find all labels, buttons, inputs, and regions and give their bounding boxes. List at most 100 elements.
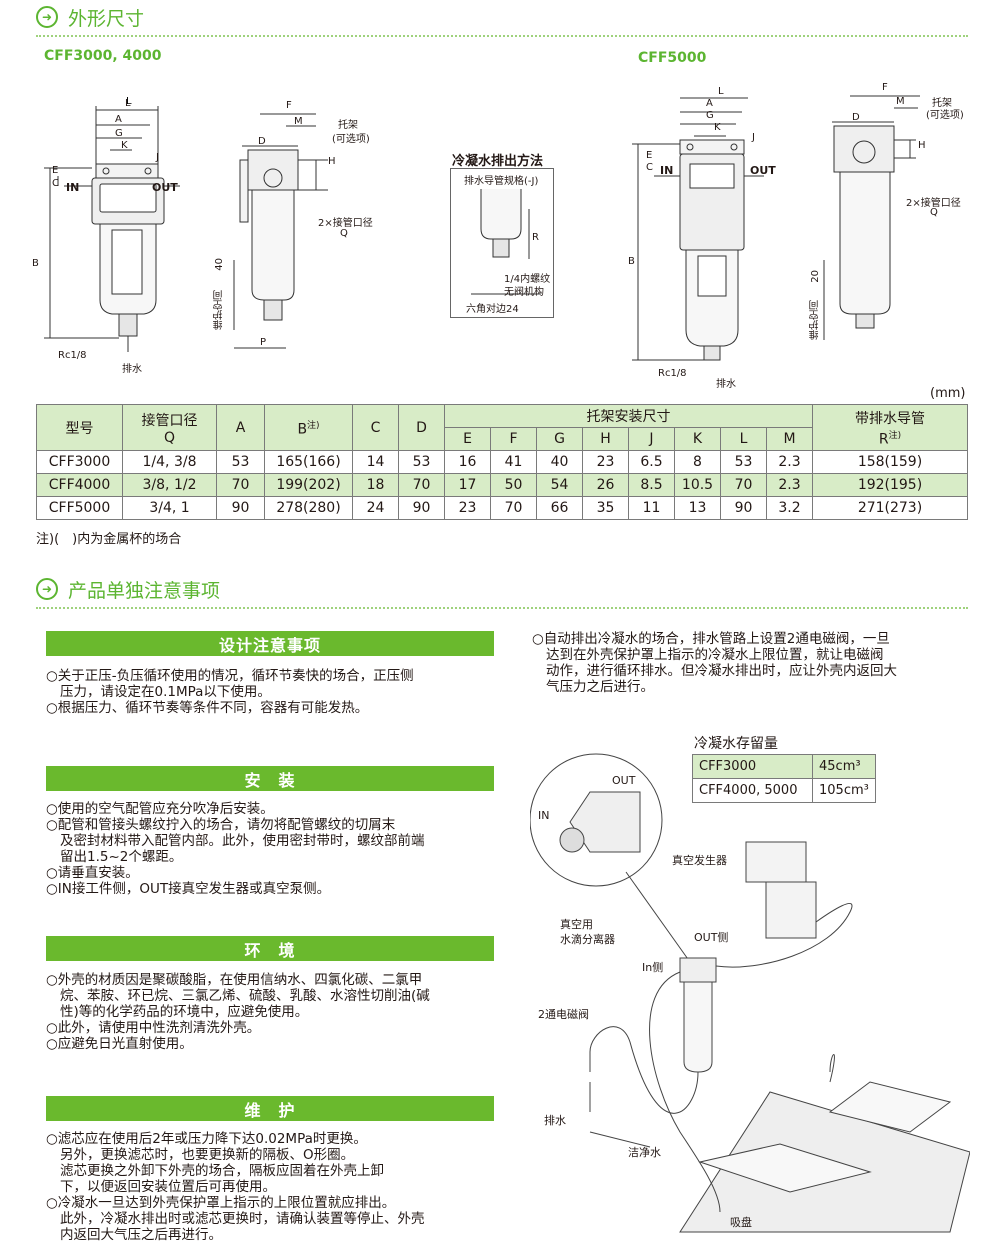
env-line-1b: 烷、苯胺、环已烷、三氯乙烯、硫酸、乳酸、水溶性切削油(碱 — [60, 988, 430, 1004]
dim-label-J: J — [156, 152, 159, 163]
header-F: F — [490, 427, 537, 451]
dim-label-H-5000: H — [918, 140, 926, 151]
illust-separator-line1: 真空用 — [560, 918, 593, 931]
maint-line-2c: 内返回大气压之后再进行。 — [60, 1227, 222, 1243]
table-note: 注)( )内为金属杯的场合 — [36, 532, 182, 547]
maintenance-space-label-5000: 维护空间 — [810, 300, 821, 340]
port-q-label-5000: Q — [930, 207, 938, 218]
table-cell: 105cm³ — [812, 778, 876, 803]
table-cell: CFF4000 — [36, 473, 123, 497]
port-out-label: OUT — [152, 181, 178, 194]
model-title-left: CFF3000, 4000 — [44, 48, 162, 64]
header-B-text: B — [297, 421, 308, 438]
header-B-note: 注) — [307, 420, 320, 431]
design-text: ○关于正压-负压循环使用的情况，循环节奏快的场合，正压侧 压力，请设定在0.1M… — [46, 668, 498, 716]
rc-label-5000: Rc1/8 — [658, 368, 687, 379]
dim-label-B: B — [32, 258, 39, 269]
dim-label-L-5000: L — [718, 86, 724, 97]
table-cell: 50 — [490, 473, 537, 497]
table-cell: 16 — [444, 450, 491, 474]
table-cell: CFF5000 — [36, 496, 123, 520]
section-title: 外形尺寸 — [68, 7, 145, 30]
storage-title: 冷凝水存留量 — [694, 736, 778, 752]
maintenance-space-label: 维护空间 — [214, 290, 225, 330]
table-cell: 278(280) — [264, 496, 353, 520]
header-G: G — [536, 427, 583, 451]
illust-in-label: IN — [538, 809, 550, 822]
table-cell: 192(195) — [812, 473, 968, 497]
dim-label-B-5000: B — [628, 256, 635, 267]
design-line-1b: 压力，请设定在0.1MPa以下使用。 — [60, 684, 271, 700]
divider — [36, 35, 968, 37]
table-cell: 70 — [490, 496, 537, 520]
drawing-front-cff5000 — [632, 97, 764, 361]
header-H: H — [582, 427, 629, 451]
table-cell: 10.5 — [674, 473, 721, 497]
rc-label: Rc1/8 — [58, 350, 87, 361]
table-cell: CFF4000, 5000 — [692, 778, 813, 803]
arrow-right-icon: ➜ — [36, 6, 58, 28]
header-R: R — [878, 431, 889, 448]
drain-method-box — [450, 168, 554, 318]
design-line-1a: ○关于正压-负压循环使用的情况，循环节奏快的场合，正压侧 — [46, 668, 414, 684]
drain-label: 排水 — [122, 364, 142, 375]
port-in-label: IN — [66, 181, 80, 194]
maintenance-space-value: 40 — [214, 258, 225, 271]
header-port-q: Q — [163, 429, 176, 446]
header-K: K — [674, 427, 721, 451]
section-header-dimensions: ➜ 外形尺寸 — [36, 2, 144, 32]
section-title: 产品单独注意事项 — [68, 579, 221, 602]
no-valve-label: 无阀机构 — [504, 287, 544, 298]
dim-label-E-5000: E — [646, 150, 653, 161]
drawing-front-cff3000: L — [44, 96, 180, 352]
table-cell: 158(159) — [812, 450, 968, 474]
maintenance-space-value-5000: 20 — [810, 270, 821, 283]
env-title-bar: 环 境 — [46, 936, 494, 961]
table-cell: 53 — [720, 450, 767, 474]
auto-drain-line-3: 动作，进行循环排水。但冷凝水排出时，应让外壳内返回大 — [546, 663, 897, 679]
maint-line-1b: 另外，更换滤芯时，也要更换新的隔板、O形圈。 — [60, 1147, 355, 1163]
table-cell: 53 — [216, 450, 265, 474]
env-text: ○外壳的材质因是聚碳酸脂，在使用信纳水、四氯化碳、二氯甲 烷、苯胺、环已烷、三氯… — [46, 972, 498, 1052]
table-cell: 26 — [582, 473, 629, 497]
header-A: A — [216, 404, 265, 451]
illust-out-side: OUT侧 — [694, 931, 729, 944]
dim-label-L: L — [125, 98, 131, 109]
dim-label-D: D — [258, 136, 266, 147]
bracket-label-5000: 托架 — [932, 98, 952, 109]
illust-separator-line2: 水滴分离器 — [560, 933, 615, 946]
table-cell: 8.5 — [628, 473, 675, 497]
header-M: M — [766, 427, 813, 451]
model-title-right: CFF5000 — [638, 50, 707, 66]
storage-table: CFF3000 45cm³ CFF4000, 5000 105cm³ — [692, 754, 876, 803]
bracket-optional-label-5000: (可选项) — [926, 110, 964, 121]
install-line-1: ○使用的空气配管应充分吹净后安装。 — [46, 801, 274, 817]
table-cell: 41 — [490, 450, 537, 474]
dim-label-H: H — [328, 156, 336, 167]
install-line-4: ○IN接工件侧，OUT接真空发生器或真空泵侧。 — [46, 881, 331, 897]
divider — [36, 607, 968, 609]
table-cell: 18 — [352, 473, 399, 497]
dim-label-K-5000: K — [714, 122, 721, 133]
install-text: ○使用的空气配管应充分吹净后安装。 ○配管和管接头螺纹拧入的场合，请勿将配管螺纹… — [46, 801, 498, 897]
table-cell: 3/4, 1 — [122, 496, 217, 520]
dim-label-M: M — [294, 116, 303, 127]
drain-tube-spec: 排水导管规格(-J) — [464, 176, 539, 187]
dim-label-J-5000: J — [752, 132, 755, 143]
auto-drain-line-1: ○自动排出冷凝水的场合，排水管路上设置2通电磁阀，一旦 — [532, 631, 890, 647]
table-cell: 90 — [398, 496, 445, 520]
install-line-2a: ○配管和管接头螺纹拧入的场合，请勿将配管螺纹的切屑末 — [46, 817, 396, 833]
table-cell: CFF3000 — [692, 754, 813, 779]
env-line-2: ○此外，请使用中性洗剂清洗外壳。 — [46, 1020, 261, 1036]
maint-line-1c: 滤芯更换之外卸下外壳的场合，隔板应固着在外壳上卸 — [60, 1163, 384, 1179]
header-port-text: 接管口径 — [141, 412, 198, 429]
drawing-side-cff5000 — [823, 95, 920, 340]
hex-label: 六角对边24 — [466, 304, 519, 315]
table-cell: 70 — [398, 473, 445, 497]
dim-label-F: F — [286, 100, 292, 111]
